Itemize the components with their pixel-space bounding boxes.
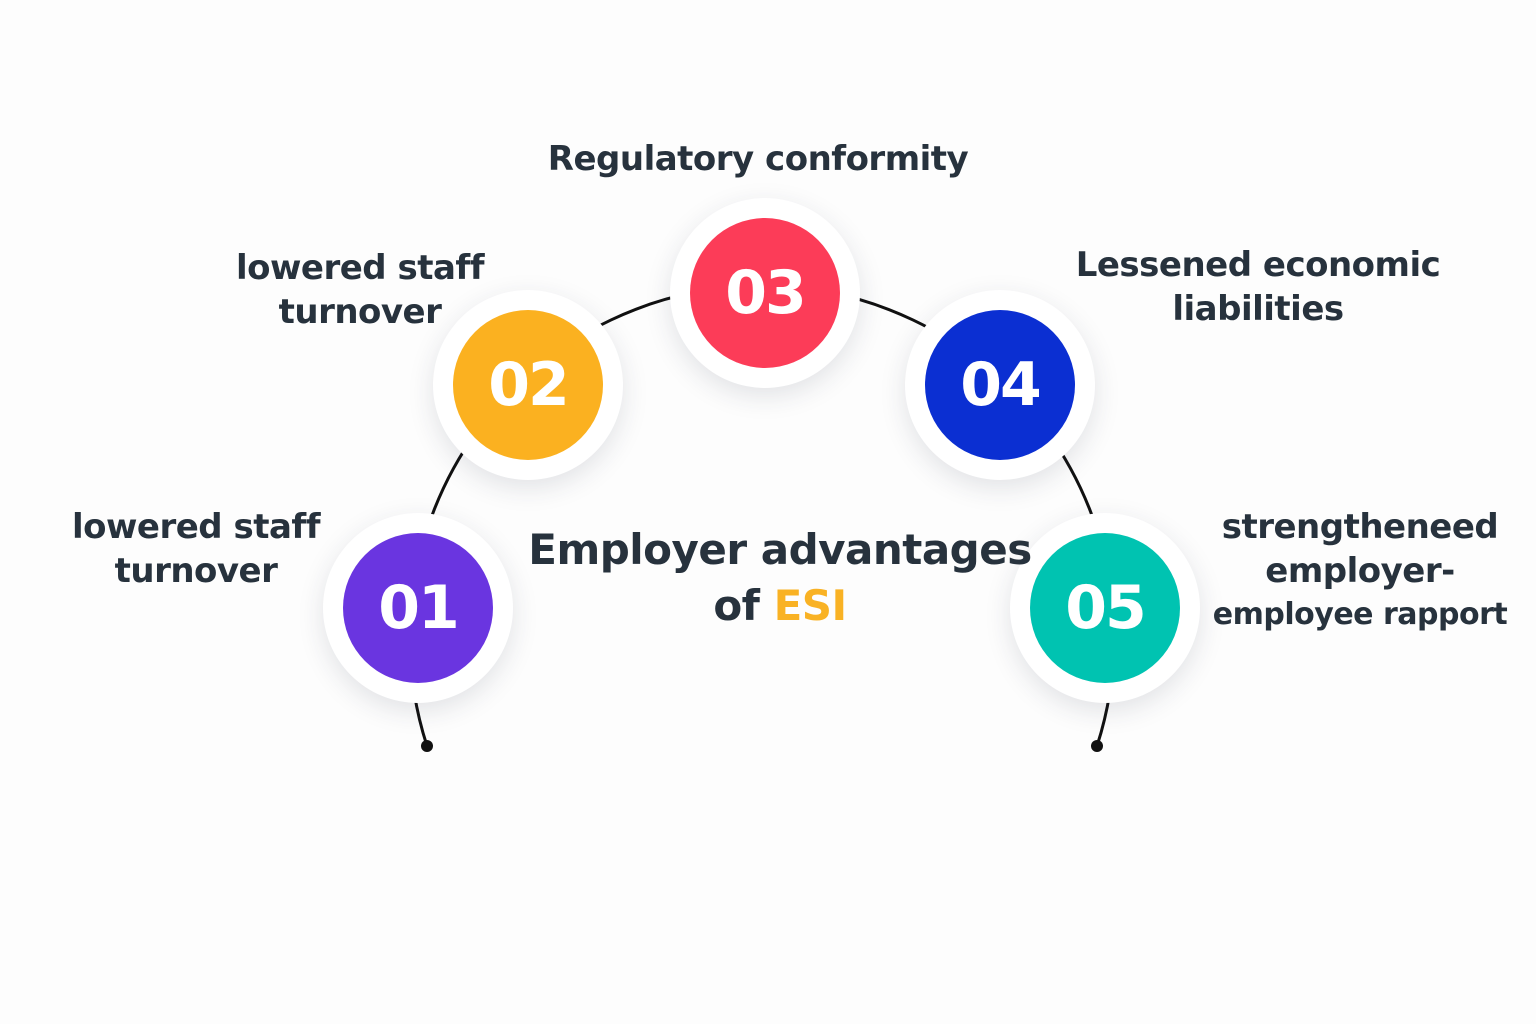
title-line-2: of ESI xyxy=(713,581,848,630)
arc-start-dot xyxy=(421,740,433,752)
step-03-badge: 03 xyxy=(690,218,840,368)
step-01-number: 01 xyxy=(378,573,459,643)
step-02-badge: 02 xyxy=(453,310,603,460)
step-05-number: 05 xyxy=(1065,573,1146,643)
diagram-title: Employer advantages of ESI xyxy=(520,522,1040,634)
title-accent: ESI xyxy=(773,581,848,630)
step-04-badge: 04 xyxy=(925,310,1075,460)
step-04-number: 04 xyxy=(960,350,1041,420)
title-line-1: Employer advantages xyxy=(528,525,1032,574)
arc-end-dot xyxy=(1091,740,1103,752)
step-03-number: 03 xyxy=(725,258,806,328)
step-02-label: lowered staff turnover xyxy=(235,248,485,332)
step-01-badge: 01 xyxy=(343,533,493,683)
step-04-circle: 04 xyxy=(905,290,1095,480)
step-05-circle: 05 xyxy=(1010,513,1200,703)
step-05-label: strengtheneed employer- employee rapport xyxy=(1212,507,1508,632)
step-04-label: Lessened economic liabilities xyxy=(1075,245,1441,329)
step-01-label: lowered staff turnover xyxy=(71,507,321,591)
step-03-label: Regulatory conformity xyxy=(547,139,969,179)
step-03-circle: 03 xyxy=(670,198,860,388)
step-02-number: 02 xyxy=(488,350,569,420)
step-01-circle: 01 xyxy=(323,513,513,703)
step-05-badge: 05 xyxy=(1030,533,1180,683)
step-02-circle: 02 xyxy=(433,290,623,480)
